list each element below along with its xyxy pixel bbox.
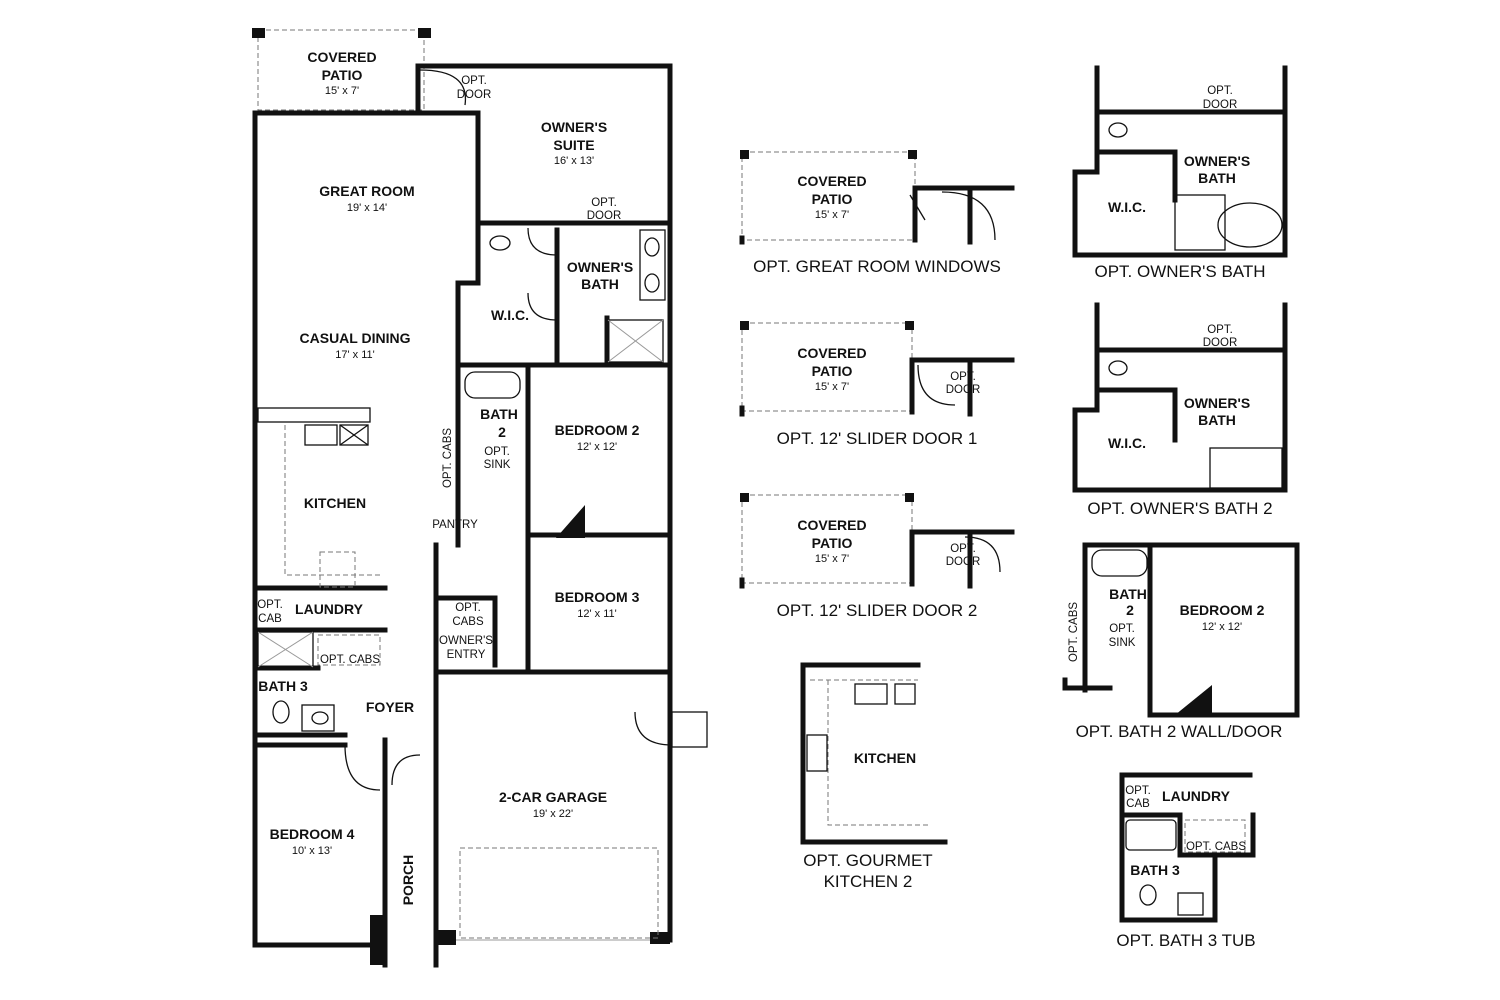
option-great-room-windows: COVERED PATIO 15' x 7' OPT. GREAT ROOM W…: [739, 150, 1015, 276]
label-pantry: PANTRY: [432, 519, 478, 531]
label-laundry-opt-cabs: OPT. CABS: [320, 654, 380, 666]
label-opt-cab: OPT.: [1125, 785, 1151, 797]
dim-casual-dining: 17' x 11': [335, 349, 374, 361]
label-owners-bath: OWNER'S: [1184, 395, 1250, 411]
label-opt-door-2: DOOR: [457, 89, 492, 101]
label-opt-door: OPT.: [950, 543, 976, 555]
label-opt-door: OPT.: [950, 371, 976, 383]
caption-slider-door-2: OPT. 12' SLIDER DOOR 2: [777, 601, 978, 620]
label-opt-cabs: OPT. CABS: [1068, 602, 1080, 662]
label-covered-patio-2: PATIO: [812, 191, 853, 207]
label-kitchen: KITCHEN: [854, 750, 916, 766]
label-owners-entry: OWNER'S: [439, 635, 493, 647]
caption-owners-bath: OPT. OWNER'S BATH: [1094, 262, 1265, 281]
label-opt-cab-2: CAB: [258, 613, 282, 625]
label-opt-door-2: DOOR: [946, 384, 981, 396]
caption-bath-2-wall-door: OPT. BATH 2 WALL/DOOR: [1076, 722, 1283, 741]
option-bath-3-tub: OPT. CAB LAUNDRY OPT. CABS BATH 3 OPT. B…: [1116, 772, 1256, 950]
label-bath2-opt-cabs: OPT. CABS: [442, 428, 454, 488]
option-gourmet-kitchen-2: KITCHEN OPT. GOURMET KITCHEN 2: [800, 662, 948, 891]
label-porch: PORCH: [400, 855, 416, 906]
label-bedroom-3: BEDROOM 3: [555, 589, 640, 605]
label-bath-2: BATH: [480, 406, 518, 422]
label-entry-opt-cabs-2: CABS: [452, 616, 484, 628]
label-owners-suite-2: SUITE: [553, 137, 594, 153]
label-laundry: LAUNDRY: [295, 601, 364, 617]
dim-great-room: 19' x 14': [347, 202, 387, 214]
label-covered-patio: COVERED: [797, 173, 866, 189]
caption-owners-bath-2: OPT. OWNER'S BATH 2: [1087, 499, 1272, 518]
label-bedroom-2: BEDROOM 2: [1180, 602, 1265, 618]
label-owners-bath: OWNER'S: [1184, 153, 1250, 169]
label-bath-3: BATH 3: [258, 678, 308, 694]
dim-bedroom-2: 12' x 12': [1202, 621, 1242, 633]
label-owners-bath-2: BATH: [1198, 412, 1236, 428]
label-covered-patio: COVERED: [797, 345, 866, 361]
label-opt-cab: OPT.: [257, 599, 283, 611]
label-covered-patio-2: PATIO: [322, 67, 363, 83]
label-covered-patio: COVERED: [797, 517, 866, 533]
label-covered-patio-2: PATIO: [812, 363, 853, 379]
label-opt-door-2: DOOR: [946, 556, 981, 568]
label-bedroom-4: BEDROOM 4: [270, 826, 355, 842]
option-slider-door-1: COVERED PATIO 15' x 7' OPT. DOOR OPT. 12…: [739, 321, 1015, 448]
label-opt-door: OPT.: [1207, 85, 1233, 97]
label-bath-2-num: 2: [1126, 602, 1134, 618]
label-laundry: LAUNDRY: [1162, 788, 1231, 804]
main-plan-labels: COVERED PATIO 15' x 7' OPT. DOOR OWNER'S…: [257, 49, 639, 905]
label-casual-dining: CASUAL DINING: [300, 330, 411, 346]
dim-owners-suite: 16' x 13': [554, 155, 594, 167]
label-opt-cabs: OPT. CABS: [1186, 841, 1246, 853]
caption-great-room-windows: OPT. GREAT ROOM WINDOWS: [753, 257, 1001, 276]
label-opt-cab-2: CAB: [1126, 798, 1150, 810]
label-suite-opt-door: OPT.: [591, 197, 617, 209]
label-kitchen: KITCHEN: [304, 495, 366, 511]
dim-bedroom-4: 10' x 13': [292, 845, 332, 857]
label-opt-sink: OPT.: [1109, 623, 1135, 635]
label-wic: W.I.C.: [491, 307, 529, 323]
label-owners-bath-2: BATH: [1198, 170, 1236, 186]
dim-covered-patio: 15' x 7': [815, 209, 849, 221]
caption-slider-door-1: OPT. 12' SLIDER DOOR 1: [777, 429, 978, 448]
label-owners-bath: OWNER'S: [567, 259, 633, 275]
label-suite-opt-door-2: DOOR: [587, 210, 622, 222]
caption-gourmet-kitchen: OPT. GOURMET: [803, 851, 932, 870]
label-owners-entry-2: ENTRY: [447, 649, 486, 661]
option-bath-2-wall-door: BATH 2 OPT. SINK OPT. CABS BEDROOM 2 12'…: [1062, 542, 1300, 741]
label-owners-suite: OWNER'S: [541, 119, 607, 135]
label-opt-door-2: DOOR: [1203, 99, 1238, 111]
label-bath-2: BATH: [1109, 586, 1147, 602]
label-bedroom-2: BEDROOM 2: [555, 422, 640, 438]
label-covered-patio: COVERED: [307, 49, 376, 65]
label-opt-sink: OPT.: [484, 446, 510, 458]
dim-bedroom-3: 12' x 11': [577, 608, 616, 620]
caption-bath-3-tub: OPT. BATH 3 TUB: [1116, 931, 1255, 950]
label-wic: W.I.C.: [1108, 435, 1146, 451]
dim-covered-patio: 15' x 7': [815, 553, 849, 565]
label-opt-door: OPT.: [1207, 324, 1233, 336]
label-owners-bath-2: BATH: [581, 276, 619, 292]
option-slider-door-2: COVERED PATIO 15' x 7' OPT. DOOR OPT. 12…: [739, 493, 1015, 620]
caption-gourmet-kitchen-2: KITCHEN 2: [824, 872, 913, 891]
dim-garage: 19' x 22': [533, 808, 573, 820]
label-foyer: FOYER: [366, 699, 414, 715]
option-owners-bath-2: OPT. DOOR OWNER'S BATH W.I.C. OPT. OWNER…: [1072, 302, 1288, 518]
label-covered-patio-2: PATIO: [812, 535, 853, 551]
label-opt-door-2: DOOR: [1203, 337, 1238, 349]
label-opt-sink-2: SINK: [484, 459, 511, 471]
dim-covered-patio: 15' x 7': [325, 85, 359, 97]
label-wic: W.I.C.: [1108, 199, 1146, 215]
label-great-room: GREAT ROOM: [319, 183, 414, 199]
option-owners-bath: OPT. DOOR OWNER'S BATH W.I.C. OPT. OWNER…: [1072, 65, 1288, 281]
label-entry-opt-cabs: OPT.: [455, 602, 481, 614]
label-opt-door: OPT.: [461, 75, 487, 87]
main-plan: [252, 28, 708, 968]
dim-bedroom-2: 12' x 12': [577, 441, 617, 453]
label-bath-2-num: 2: [498, 424, 506, 440]
label-opt-sink-2: SINK: [1109, 637, 1136, 649]
dim-covered-patio: 15' x 7': [815, 381, 849, 393]
label-garage: 2-CAR GARAGE: [499, 789, 607, 805]
label-bath-3: BATH 3: [1130, 862, 1180, 878]
